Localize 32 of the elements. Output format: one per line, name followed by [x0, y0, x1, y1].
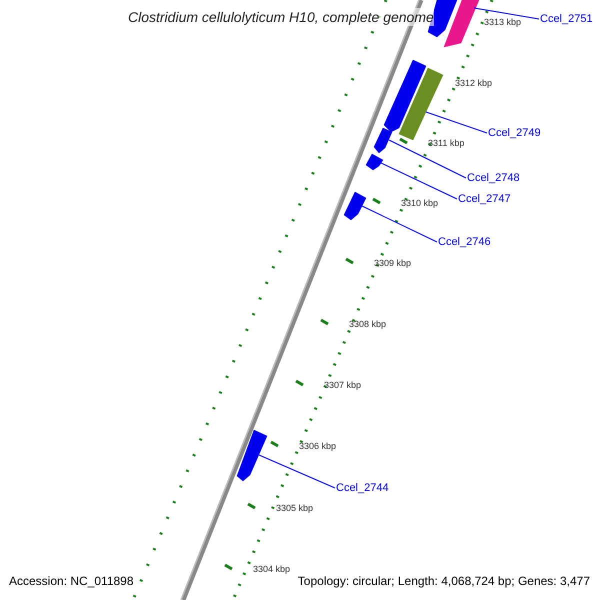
leader-line: [474, 8, 540, 20]
gene-feature: [374, 128, 392, 154]
gene-label: Ccel_2744: [336, 481, 389, 495]
gene-feature: [236, 430, 268, 482]
map-title: Clostridium cellulolyticum H10, complete genome: [128, 8, 434, 26]
tick-label: 3308 kbp: [349, 319, 386, 330]
tick-label: 3307 kbp: [324, 380, 362, 391]
accession-text: Accession: NC_011898: [9, 574, 134, 589]
gene-label: Ccel_2746: [438, 235, 491, 249]
leader-line: [362, 206, 438, 242]
gene-label: Ccel_2751: [540, 12, 593, 26]
tick-label: 3310 kbp: [401, 198, 438, 209]
gene-label: Ccel_2749: [488, 126, 541, 140]
tick-label: 3305 kbp: [276, 503, 314, 514]
tick-label: 3309 kbp: [374, 258, 412, 269]
leader-line: [426, 112, 488, 134]
leader-line: [258, 454, 336, 488]
gene-label: Ccel_2747: [458, 192, 511, 206]
gene-feature: [398, 68, 444, 140]
tick-label: 3313 kbp: [484, 17, 522, 28]
gene-feature: [366, 154, 384, 170]
gene-feature: [444, 0, 480, 48]
gene-label: Ccel_2748: [467, 171, 520, 185]
leader-line: [388, 140, 466, 178]
tick-label: 3312 kbp: [455, 78, 492, 89]
leader-line: [380, 162, 458, 200]
tick-label: 3306 kbp: [299, 441, 336, 452]
gene-feature: [384, 60, 426, 132]
genome-info-text: Topology: circular; Length: 4,068,724 bp; Genes: 3,477: [298, 574, 590, 589]
gene-feature: [344, 192, 366, 220]
tick-label: 3311 kbp: [428, 138, 464, 149]
tick-label: 3304 kbp: [253, 564, 290, 575]
